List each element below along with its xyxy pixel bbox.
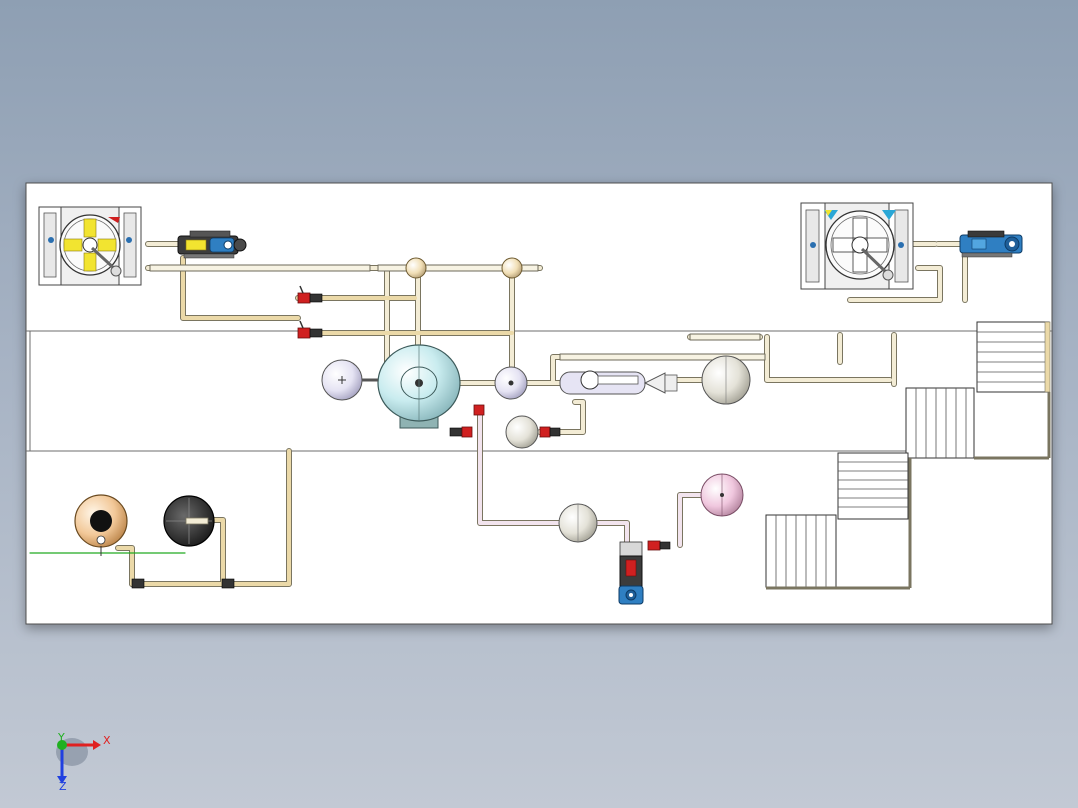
vessel-orange[interactable] <box>74 494 128 556</box>
vessel-pink[interactable] <box>700 473 744 517</box>
vessel-right-grey[interactable] <box>701 355 751 405</box>
fan-blades-right <box>832 217 888 273</box>
valve-small-sphere[interactable] <box>539 426 561 438</box>
cooling-tower-left[interactable] <box>38 206 142 286</box>
pipe-network <box>29 241 968 587</box>
axis-z-label: Z <box>59 780 67 793</box>
heat-exchanger[interactable] <box>559 370 678 395</box>
valve-bottom-left-a[interactable] <box>131 578 145 589</box>
cooling-tower-right[interactable] <box>800 202 914 290</box>
axis-y-label: Y <box>57 731 65 744</box>
stairs <box>765 321 1051 590</box>
vessel-lower-middle[interactable] <box>558 503 598 543</box>
vessel-header-1[interactable] <box>405 257 427 279</box>
vessel-left[interactable] <box>321 359 378 401</box>
valve-bottom-left-b[interactable] <box>221 578 235 589</box>
fan-blades-left <box>63 218 117 272</box>
stair-flight-2 <box>837 452 912 588</box>
valve-bottom-pump[interactable] <box>647 540 671 551</box>
vessels[interactable] <box>74 257 751 556</box>
main-tank[interactable] <box>377 344 461 429</box>
pump-motor-right[interactable] <box>959 230 1023 258</box>
vessel-header-2[interactable] <box>501 257 523 279</box>
axis-x-label: X <box>103 734 111 747</box>
pump-motor-bottom[interactable] <box>618 541 644 605</box>
stair-flight-1 <box>976 321 1051 393</box>
stair-landing-1 <box>905 387 1051 460</box>
coordinate-triad: X Y Z <box>56 731 111 793</box>
pump-motor-left[interactable] <box>177 230 247 259</box>
valve-lower-left[interactable] <box>297 320 323 339</box>
stair-landing-2 <box>765 514 910 590</box>
vessel-black[interactable] <box>163 495 215 547</box>
vessel-center-right[interactable] <box>494 366 528 400</box>
vessel-small-grey[interactable] <box>505 415 539 449</box>
valve-upper-left[interactable] <box>297 285 323 304</box>
valve-tank-outlet[interactable] <box>449 404 485 438</box>
valves[interactable] <box>131 285 671 589</box>
